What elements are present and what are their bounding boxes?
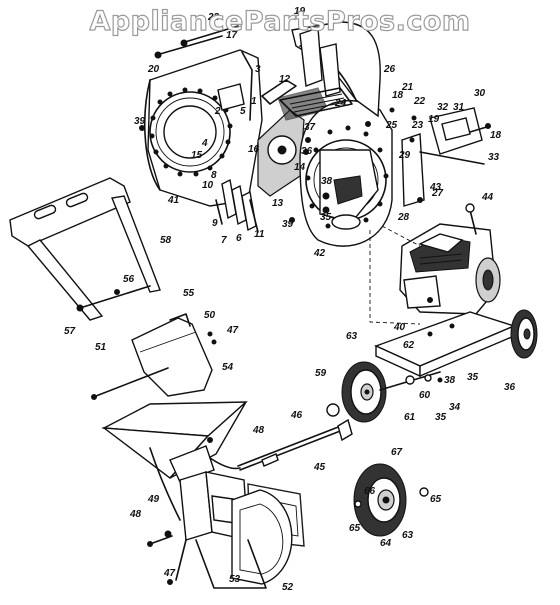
callout-48b: 48	[129, 509, 142, 520]
callout-9: 9	[212, 218, 218, 229]
callout-20: 20	[147, 64, 160, 75]
callout-61: 61	[404, 412, 416, 423]
callout-18b: 18	[490, 130, 502, 141]
callout-50: 50	[204, 310, 216, 321]
callout-18: 18	[392, 90, 404, 101]
callout-5: 5	[240, 106, 246, 117]
callout-56: 56	[123, 274, 135, 285]
callout-57: 57	[64, 326, 76, 337]
callout-27: 27	[431, 188, 444, 199]
callout-36: 36	[301, 146, 313, 157]
callout-35c: 35	[435, 412, 447, 423]
callout-17: 17	[226, 30, 238, 41]
callout-33: 33	[488, 152, 500, 163]
rear-wheel	[510, 309, 538, 359]
feed-rod	[209, 418, 353, 471]
callout-60: 60	[419, 390, 431, 401]
callout-44: 44	[481, 192, 494, 203]
hopper-chute	[91, 313, 217, 400]
callout-10: 10	[202, 180, 214, 191]
callout-58: 58	[160, 235, 172, 246]
watermark: AppliancePartsPros.com	[89, 5, 471, 37]
callout-38b: 38	[444, 375, 456, 386]
callout-3: 3	[255, 64, 261, 75]
long-bolts	[154, 25, 239, 59]
callout-16: 16	[248, 144, 260, 155]
callout-51: 51	[95, 342, 107, 353]
callout-21: 21	[401, 82, 414, 93]
callout-29: 29	[398, 150, 411, 161]
callout-24: 24	[334, 98, 347, 109]
callout-2: 2	[214, 106, 221, 117]
callout-22: 22	[207, 12, 220, 23]
callout-32: 32	[437, 102, 449, 113]
callout-39: 39	[134, 116, 146, 127]
wheel-left	[326, 361, 441, 423]
engine	[399, 203, 501, 315]
callout-25: 25	[385, 120, 398, 131]
callout-65: 65	[430, 494, 442, 505]
callout-26: 26	[383, 64, 396, 75]
callout-52: 52	[282, 582, 294, 593]
feed-housing	[147, 471, 305, 589]
callout-12: 12	[279, 74, 291, 85]
callout-42: 42	[313, 248, 326, 259]
callout-15: 15	[191, 150, 203, 161]
callout-48: 48	[252, 425, 265, 436]
callout-37: 37	[304, 122, 316, 133]
callout-59: 59	[315, 368, 327, 379]
callout-54: 54	[222, 362, 234, 373]
callout-63b: 63	[402, 530, 414, 541]
callout-53: 53	[229, 574, 241, 585]
callout-63: 63	[346, 331, 358, 342]
deflector-bracket	[401, 107, 491, 207]
callout-65b: 65	[349, 523, 361, 534]
callout-41: 41	[167, 195, 180, 206]
callout-66: 66	[364, 486, 376, 497]
callout-40: 40	[393, 322, 406, 333]
callout-28: 28	[397, 212, 410, 223]
callout-7: 7	[221, 235, 227, 246]
callout-23: 23	[411, 120, 424, 131]
handle	[9, 177, 161, 321]
callout-30: 30	[474, 88, 486, 99]
callout-47b: 47	[163, 568, 176, 579]
wheel-assembly-detail	[353, 463, 429, 537]
callout-64: 64	[380, 538, 392, 549]
callout-1: 1	[251, 96, 257, 107]
callout-14: 14	[294, 162, 306, 173]
callout-22b: 22	[413, 96, 426, 107]
lower-hopper	[101, 401, 248, 521]
callout-43: 43	[429, 182, 442, 193]
chipper-blades	[215, 83, 259, 233]
callout-62: 62	[403, 340, 415, 351]
callout-31: 31	[453, 102, 465, 113]
callout-46: 46	[290, 410, 303, 421]
callout-13: 13	[272, 198, 284, 209]
callout-4: 4	[201, 138, 208, 149]
callout-67: 67	[391, 447, 403, 458]
callout-49: 49	[147, 494, 160, 505]
callout-36b: 36	[504, 382, 516, 393]
callout-35b: 35	[467, 372, 479, 383]
callout-19b: 19	[428, 114, 440, 125]
discharge-chute	[279, 21, 381, 118]
callout-47: 47	[226, 325, 239, 336]
callout-39b: 39	[282, 219, 294, 230]
callout-8: 8	[211, 170, 217, 181]
assembly-guide-lines	[369, 225, 421, 325]
callout-11: 11	[254, 229, 265, 240]
callout-45: 45	[313, 462, 326, 473]
callout-55: 55	[183, 288, 195, 299]
callout-35: 35	[320, 212, 332, 223]
hardware-fasteners	[139, 107, 443, 383]
callout-19: 19	[294, 6, 306, 17]
callout-38: 38	[321, 176, 333, 187]
callout-6: 6	[236, 233, 242, 244]
callout-34: 34	[449, 402, 461, 413]
